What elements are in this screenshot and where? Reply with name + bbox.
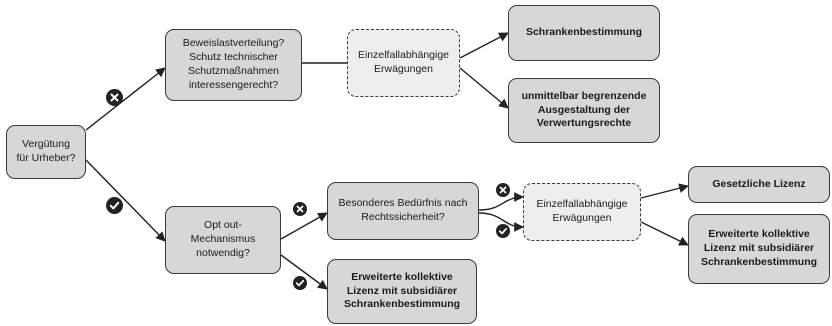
node-schrankenbestimmung: Schrankenbestimmung — [508, 5, 660, 61]
arrow-einzelfall-to-schranken — [459, 32, 509, 59]
node-erweiterte-right: Erweiterte kollektive Lizenz mit subsidi… — [688, 214, 830, 284]
arrow-verguetung-to-optout — [85, 159, 166, 242]
node-beweislast: Beweislastverteilung? Schutz technischer… — [165, 29, 302, 101]
node-gesetzliche-lizenz: Gesetzliche Lizenz — [688, 166, 830, 203]
node-optout: Opt out- Mechanismus notwendig? — [165, 206, 281, 274]
node-unmittelbar: unmittelbar begrenzende Ausgestaltung de… — [508, 78, 660, 143]
arrow-beduerfnis-to-einzelfall-upper — [478, 192, 524, 211]
node-verguetung: Vergütung für Urheber? — [6, 125, 86, 179]
node-erweiterte-bottom: Erweiterte kollektive Lizenz mit subsidi… — [327, 259, 477, 324]
node-beduerfnis: Besonderes Bedürfnis nach Rechtssicherhe… — [327, 182, 479, 240]
arrow-einzelfall-to-erweiterte-right — [640, 221, 689, 246]
node-einzelfall-top: Einzelfallabhängige Erwägungen — [347, 29, 460, 97]
arrow-einzelfall-to-gesetzliche — [640, 183, 689, 199]
arrow-beduerfnis-to-einzelfall-lower — [478, 212, 524, 232]
check-circle-icon — [293, 276, 307, 290]
arrow-verguetung-to-beweislast — [85, 67, 166, 131]
arrow-einzelfall-to-unmittelbar — [459, 67, 509, 109]
x-circle-icon — [293, 202, 307, 216]
check-circle-icon — [496, 224, 510, 238]
check-circle-icon — [106, 197, 123, 214]
arrow-optout-to-erweiterte-bottom — [280, 254, 328, 290]
arrow-optout-to-beduerfnis — [280, 212, 328, 240]
x-circle-icon — [496, 183, 510, 197]
node-einzelfall-mid: Einzelfallabhängige Erwägungen — [523, 183, 641, 241]
x-circle-icon — [106, 89, 123, 106]
